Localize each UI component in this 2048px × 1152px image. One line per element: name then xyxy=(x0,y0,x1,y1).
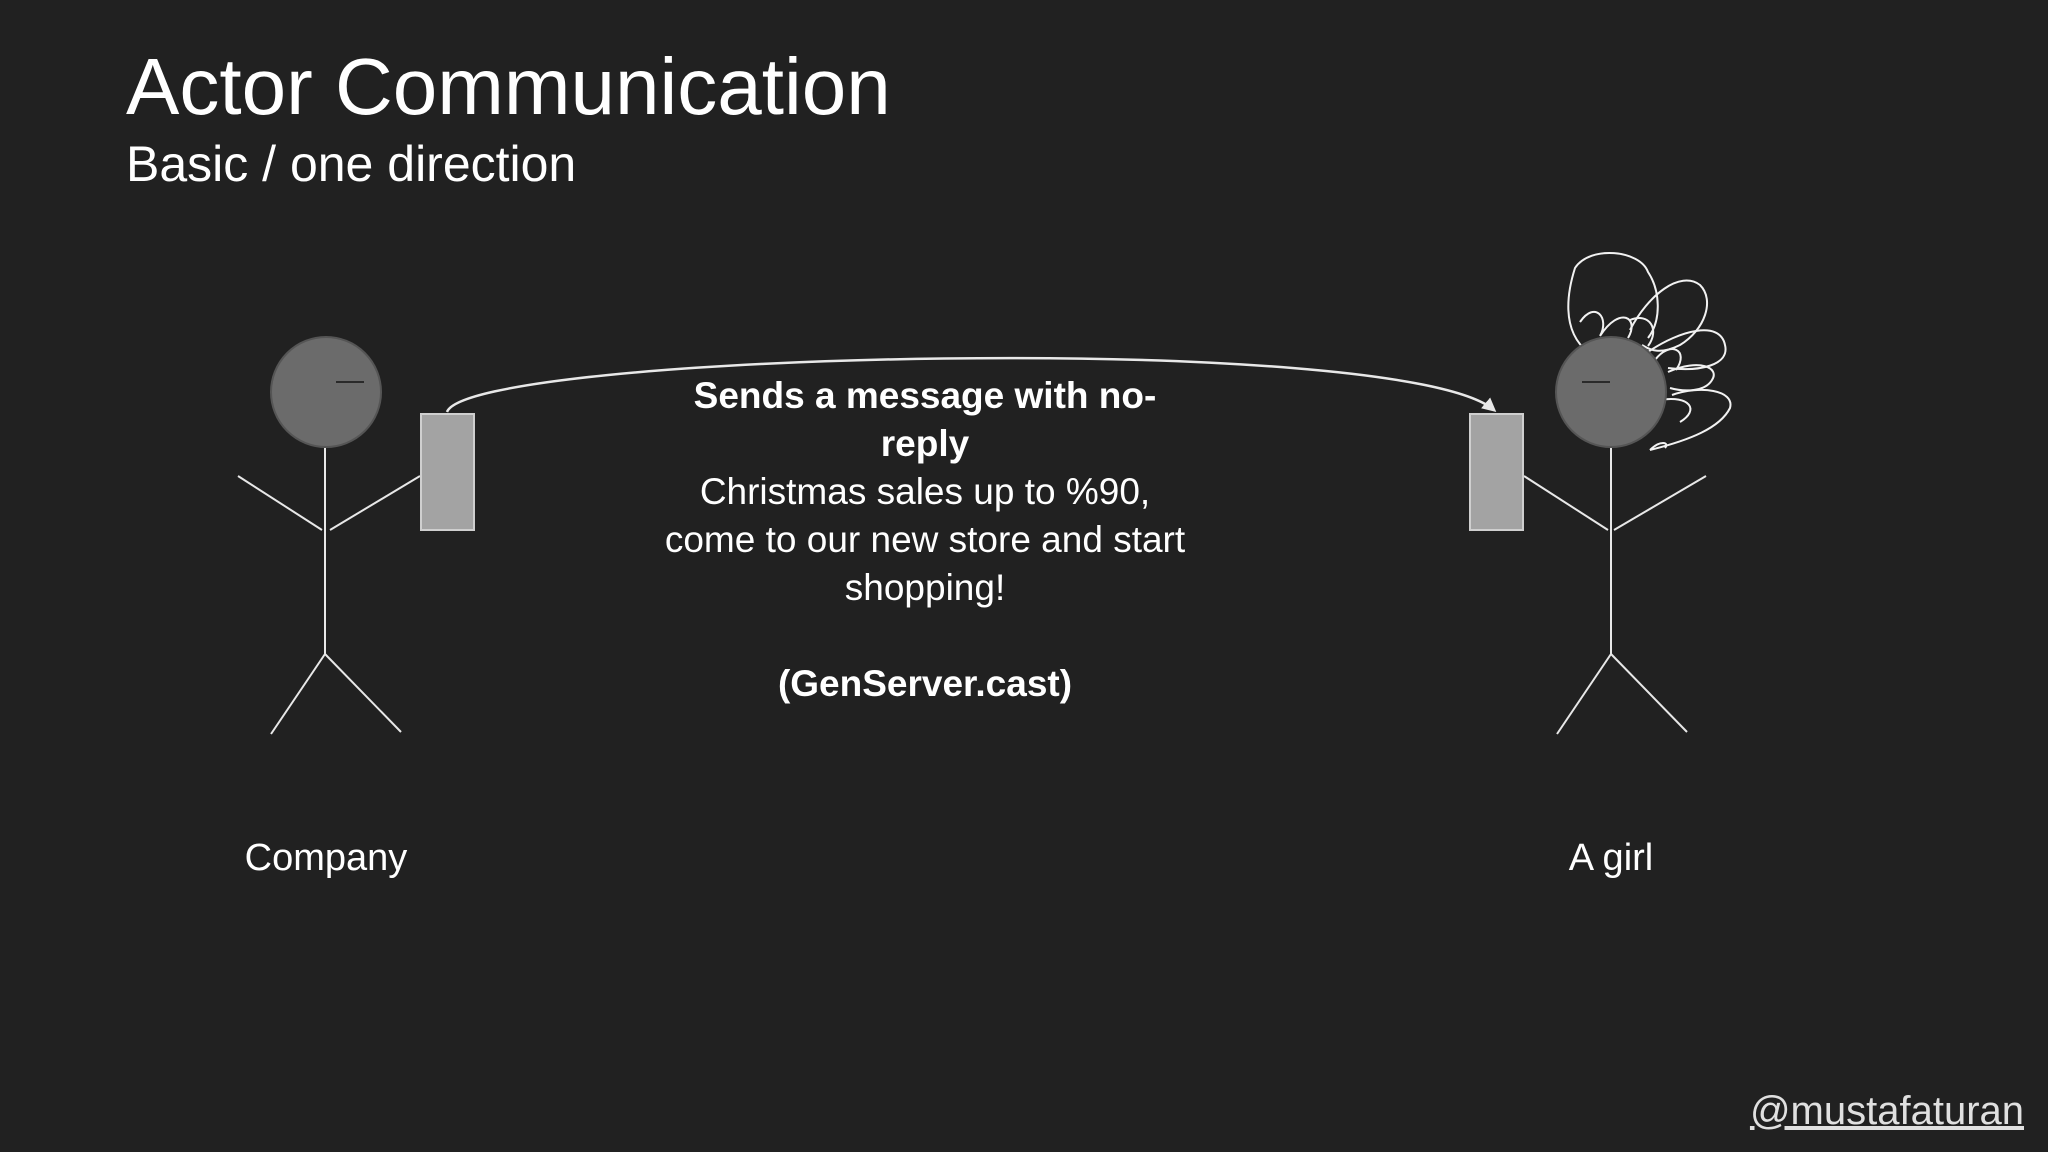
receiver-left-leg xyxy=(1556,653,1612,735)
receiver-head xyxy=(1555,336,1667,448)
sender-label: Company xyxy=(244,837,408,879)
message-heading: Sends a message with no-reply xyxy=(693,375,1157,464)
sender-right-arm xyxy=(329,475,421,531)
sender-right-leg xyxy=(324,653,402,733)
receiver-stick-figure xyxy=(1469,251,1732,735)
sender-left-leg xyxy=(270,653,326,735)
message-arrow xyxy=(445,356,1497,413)
slide-title: Actor Communication xyxy=(126,42,891,131)
message-body: Christmas sales up to %90, come to our n… xyxy=(664,471,1186,608)
sender-envelope xyxy=(420,413,475,531)
receiver-hair xyxy=(1567,251,1732,451)
author-handle-link[interactable]: @mustafaturan xyxy=(1749,1089,2024,1133)
receiver-right-leg xyxy=(1610,653,1688,733)
sender-stick-figure xyxy=(237,336,475,735)
receiver-left-arm xyxy=(1523,475,1609,531)
sender-left-arm xyxy=(237,475,323,531)
message-call: (GenServer.cast) xyxy=(777,663,1073,704)
sender-head xyxy=(270,336,382,448)
receiver-envelope xyxy=(1469,413,1524,531)
receiver-label: A girl xyxy=(1568,837,1654,879)
receiver-right-arm xyxy=(1613,475,1707,531)
slide-subtitle: Basic / one direction xyxy=(126,136,577,192)
message-annotation: Sends a message with no-reply Christmas … xyxy=(660,372,1190,708)
